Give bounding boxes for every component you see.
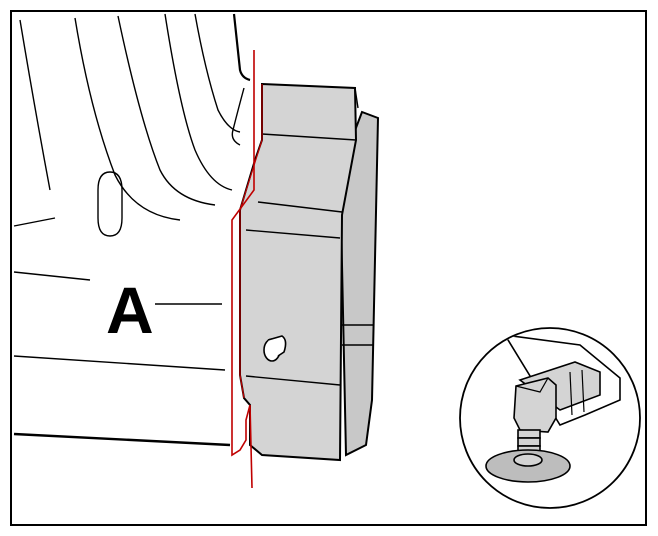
foot-block — [513, 377, 557, 433]
bracket-edge — [261, 133, 357, 141]
panel-line — [13, 217, 56, 227]
panel-edge-line — [232, 13, 251, 82]
cut-line — [231, 50, 255, 489]
panel-line — [13, 355, 226, 371]
foot-thread — [517, 437, 541, 447]
panel-rib-line — [19, 19, 51, 191]
foot-thread — [517, 429, 541, 439]
rail-edge — [581, 369, 585, 413]
bracket-edge — [354, 87, 359, 109]
panel-rib-line — [117, 15, 216, 206]
panel-line — [13, 271, 91, 281]
detail-inset — [459, 327, 641, 509]
callout-label-a: A — [106, 273, 154, 347]
panel-rib-line — [194, 13, 241, 133]
oval-slot — [97, 171, 123, 237]
bracket-part — [239, 82, 380, 462]
cut-lines — [231, 50, 263, 489]
bracket-pin-body — [267, 335, 287, 357]
bracket-edge — [245, 229, 341, 239]
foot-block-edge — [515, 377, 549, 393]
background-panel — [13, 13, 251, 447]
leveling-foot-icon — [485, 333, 621, 483]
foot-base-hub — [513, 453, 543, 467]
bracket-edge — [257, 201, 343, 213]
cut-line — [239, 84, 263, 399]
bracket-side-face — [338, 110, 380, 457]
rail-edge — [569, 371, 573, 416]
bracket-edge — [245, 375, 341, 386]
panel-rib-line — [74, 17, 181, 221]
panel-rib-line — [231, 87, 245, 146]
panel-bottom-edge — [13, 432, 231, 447]
panel-rib-line — [164, 13, 233, 191]
